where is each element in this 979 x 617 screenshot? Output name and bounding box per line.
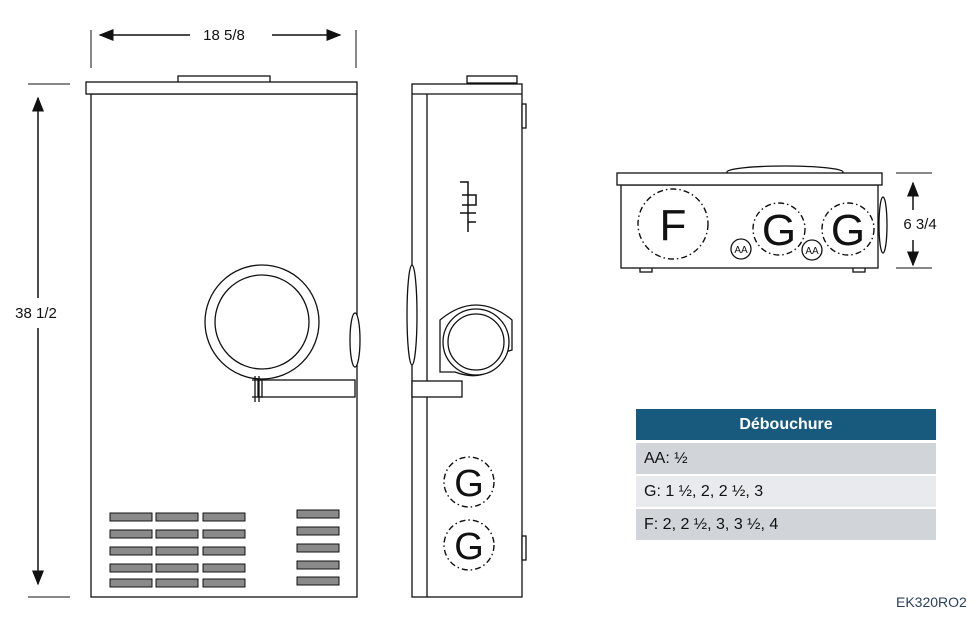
vent-slot bbox=[109, 578, 153, 588]
knockout-aa-label: AA bbox=[805, 246, 819, 257]
width-label: 18 5/8 bbox=[203, 27, 245, 44]
vent-slot bbox=[202, 546, 246, 556]
vent-slot bbox=[296, 560, 340, 570]
depth-dimension: 6 3/4 bbox=[896, 172, 937, 269]
knockout-g-label: G bbox=[762, 206, 796, 255]
vent-slot bbox=[202, 529, 246, 539]
vent-slot bbox=[202, 512, 246, 522]
front-view bbox=[85, 75, 361, 598]
vent-slot bbox=[296, 543, 340, 553]
table-row: G: 1 ½, 2, 2 ½, 3 bbox=[636, 476, 936, 507]
knockout-g-label: G bbox=[454, 526, 484, 568]
width-dimension: 18 5/8 bbox=[90, 27, 357, 68]
knockout-g-label: G bbox=[454, 463, 484, 505]
table-row: AA: ½ bbox=[636, 443, 936, 474]
vent-slot bbox=[296, 576, 340, 586]
height-dimension: 38 1/2 bbox=[15, 83, 70, 598]
vent-slot bbox=[155, 546, 199, 556]
vent-slot bbox=[109, 512, 153, 522]
vent-slot bbox=[202, 578, 246, 588]
depth-label: 6 3/4 bbox=[903, 216, 936, 233]
vent-slot bbox=[109, 563, 153, 573]
knockout-table: Débouchure AA: ½ G: 1 ½, 2, 2 ½, 3 F: 2,… bbox=[636, 409, 936, 542]
vent-slots bbox=[109, 509, 340, 588]
vent-slot bbox=[109, 546, 153, 556]
bottom-view: F G G AA AA bbox=[616, 165, 888, 273]
vent-slot bbox=[109, 529, 153, 539]
vent-slot bbox=[155, 512, 199, 522]
knockout-f-label: F bbox=[660, 201, 687, 250]
height-label: 38 1/2 bbox=[15, 305, 57, 322]
vent-slot bbox=[155, 578, 199, 588]
part-code: EK320RO2 bbox=[896, 594, 967, 610]
knockout-aa-label: AA bbox=[734, 245, 748, 256]
vent-slot bbox=[296, 509, 340, 519]
table-header: Débouchure bbox=[636, 409, 936, 440]
vent-slot bbox=[155, 563, 199, 573]
vent-slot bbox=[202, 563, 246, 573]
knockout-g-label: G bbox=[831, 206, 865, 255]
side-view: G G bbox=[406, 75, 527, 598]
vent-slot bbox=[296, 526, 340, 536]
vent-slot bbox=[155, 529, 199, 539]
table-row: F: 2, 2 ½, 3, 3 ½, 4 bbox=[636, 509, 936, 540]
